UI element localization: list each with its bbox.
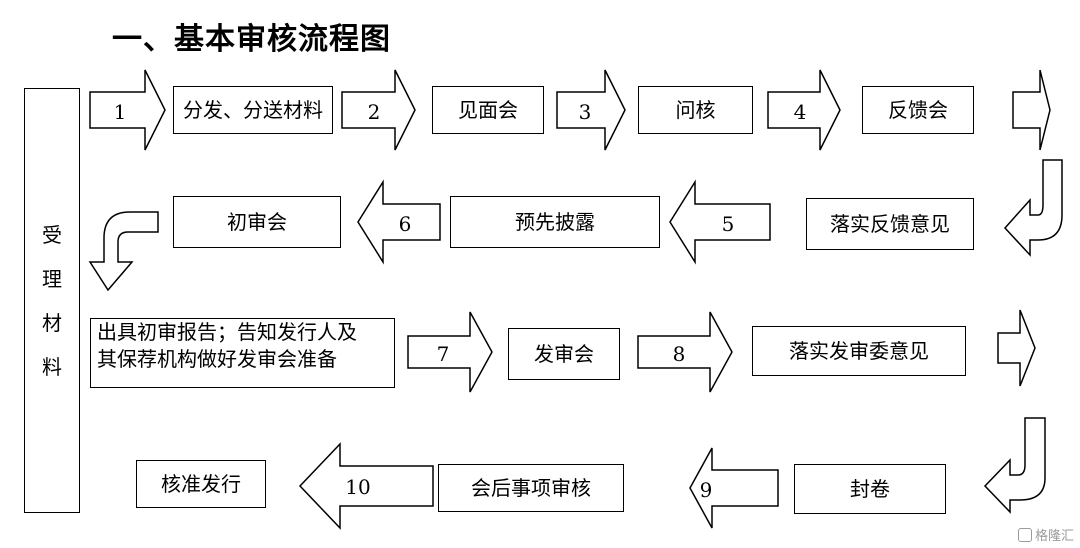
curve-arrow-3-shape <box>983 417 1046 514</box>
arrow-2-shape <box>341 69 416 151</box>
watermark-text: 格隆汇 <box>1034 529 1074 544</box>
step-feedback-meeting: 反馈会 <box>862 86 974 134</box>
side-char: 料 <box>42 354 62 379</box>
step-issue-report-line2: 其保荐机构做好发审会准备 <box>97 347 337 371</box>
arrow-9-label: 9 <box>699 478 713 502</box>
step-issue-report: 出具初审报告；告知发行人及 其保荐机构做好发审会准备 <box>90 318 395 388</box>
step-implement-committee-opinion: 落实发审委意见 <box>752 326 966 376</box>
g-logo-icon <box>1017 527 1032 542</box>
arrow-7-label: 7 <box>436 342 450 366</box>
step-review-committee: 发审会 <box>508 328 620 380</box>
arrow-3-shape <box>556 69 626 151</box>
arrow-10-shape <box>298 442 434 530</box>
step-pre-disclosure: 预先披露 <box>450 196 660 248</box>
side-box-acceptance: 受 理 材 料 <box>24 88 80 513</box>
side-char: 理 <box>42 266 62 291</box>
step-preliminary-review: 初审会 <box>173 196 341 248</box>
step-post-meeting-review: 会后事项审核 <box>438 464 624 512</box>
side-char: 受 <box>42 222 62 247</box>
arrow-3-label: 3 <box>578 100 592 124</box>
step-approval-issuance: 核准发行 <box>136 460 266 508</box>
arrow-8-shape <box>637 311 733 393</box>
side-char: 材 <box>42 310 62 335</box>
arrow-4-shape <box>767 69 841 151</box>
arrow-1-label: 1 <box>113 100 127 124</box>
step-meeting: 见面会 <box>432 86 544 134</box>
arrow-6-shape <box>357 179 441 265</box>
arrow-7-shape <box>407 311 493 393</box>
arrow-5-shape <box>669 179 771 265</box>
arrow-10-label: 10 <box>345 475 371 499</box>
arrow-9-shape <box>689 447 779 529</box>
arrow-6-label: 6 <box>398 212 412 236</box>
step-implement-feedback: 落实反馈意见 <box>806 198 974 250</box>
arrow-r3-end-shape <box>997 309 1036 387</box>
arrow-4-label: 4 <box>793 100 807 124</box>
curve-arrow-2-shape <box>88 211 159 292</box>
step-seal-file: 封卷 <box>794 464 946 514</box>
arrow-r1-end-shape <box>1012 69 1051 151</box>
arrow-2-label: 2 <box>367 100 381 124</box>
curve-arrow-1-shape <box>1003 159 1063 257</box>
step-distribute-materials: 分发、分送材料 <box>173 86 333 134</box>
step-issue-report-line1: 出具初审报告；告知发行人及 <box>97 320 357 344</box>
diagram-title: 一、基本审核流程图 <box>112 22 391 57</box>
step-inquiry-check: 问核 <box>638 86 753 134</box>
arrow-1-shape <box>89 69 166 151</box>
arrow-5-label: 5 <box>721 212 735 236</box>
watermark: 格隆汇 <box>1017 525 1074 544</box>
arrow-8-label: 8 <box>672 342 686 366</box>
